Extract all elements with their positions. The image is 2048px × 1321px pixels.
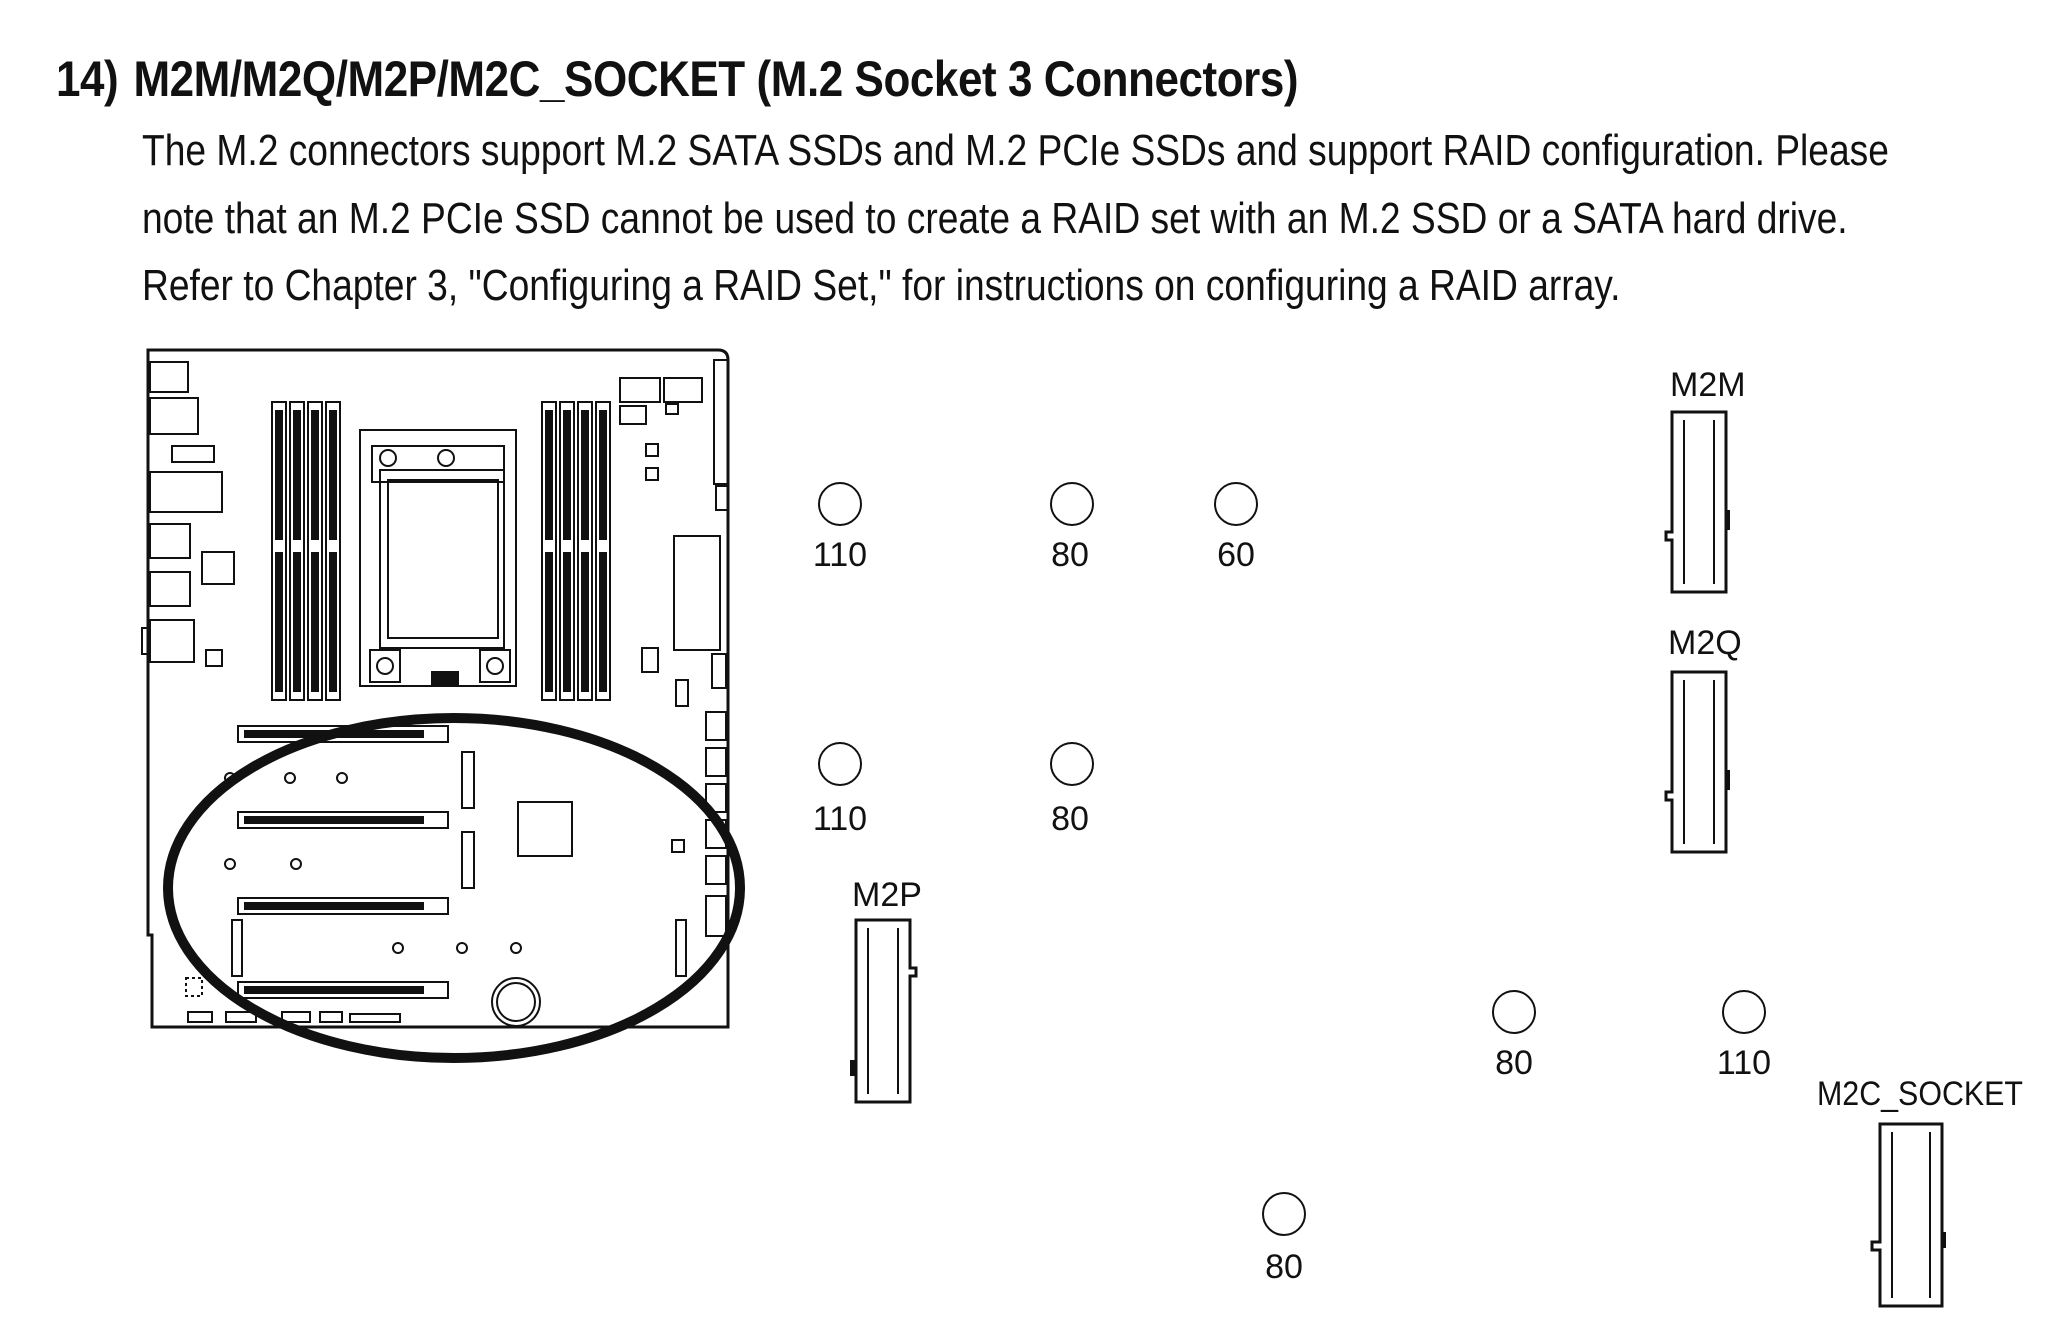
section-title: M2M/M2Q/M2P/M2C_SOCKET (M.2 Socket 3 Con…	[133, 51, 1299, 107]
section-heading: 14)M2M/M2Q/M2P/M2C_SOCKET (M.2 Socket 3 …	[56, 50, 1781, 108]
m2m-standoff-80-hole	[1050, 482, 1094, 526]
m2q-standoff-110-label: 110	[813, 800, 867, 838]
section-number: 14)	[56, 51, 119, 107]
paragraph-line-1: The M.2 connectors support M.2 SATA SSDs…	[142, 126, 1889, 175]
m2m-standoff-60-hole	[1214, 482, 1258, 526]
m2c-socket-label: M2C_SOCKET	[1817, 1075, 2023, 1113]
m2q-standoff-110-hole	[818, 742, 862, 786]
m2c-standoff-110-hole	[1722, 990, 1766, 1034]
m2q-standoff-80-label: 80	[1051, 800, 1089, 838]
m2m-label: M2M	[1670, 366, 1746, 404]
m2m-standoff-80-label: 80	[1051, 536, 1089, 574]
m2p-standoff-80-hole	[1262, 1192, 1306, 1236]
m2q-connector	[1664, 670, 1730, 854]
motherboard-illustration	[141, 348, 745, 1063]
m2c-standoff-80-hole	[1492, 990, 1536, 1034]
paragraph-line-3: Refer to Chapter 3, "Configuring a RAID …	[142, 261, 1621, 310]
m2p-connector	[850, 918, 918, 1104]
m2p-label: M2P	[852, 876, 922, 914]
m2m-standoff-110-label: 110	[813, 536, 867, 574]
m2c-standoff-80-label: 80	[1495, 1044, 1533, 1082]
m2m-standoff-60-label: 60	[1217, 536, 1255, 574]
m2m-standoff-110-hole	[818, 482, 862, 526]
m2c-standoff-110-label: 110	[1717, 1044, 1771, 1082]
m2q-standoff-80-hole	[1050, 742, 1094, 786]
m2p-standoff-80-label: 80	[1265, 1248, 1303, 1286]
m2m-connector	[1664, 410, 1730, 594]
paragraph-line-2: note that an M.2 PCIe SSD cannot be used…	[142, 194, 1848, 243]
m2q-label: M2Q	[1668, 624, 1742, 662]
m2c-socket-connector	[1870, 1122, 1946, 1308]
